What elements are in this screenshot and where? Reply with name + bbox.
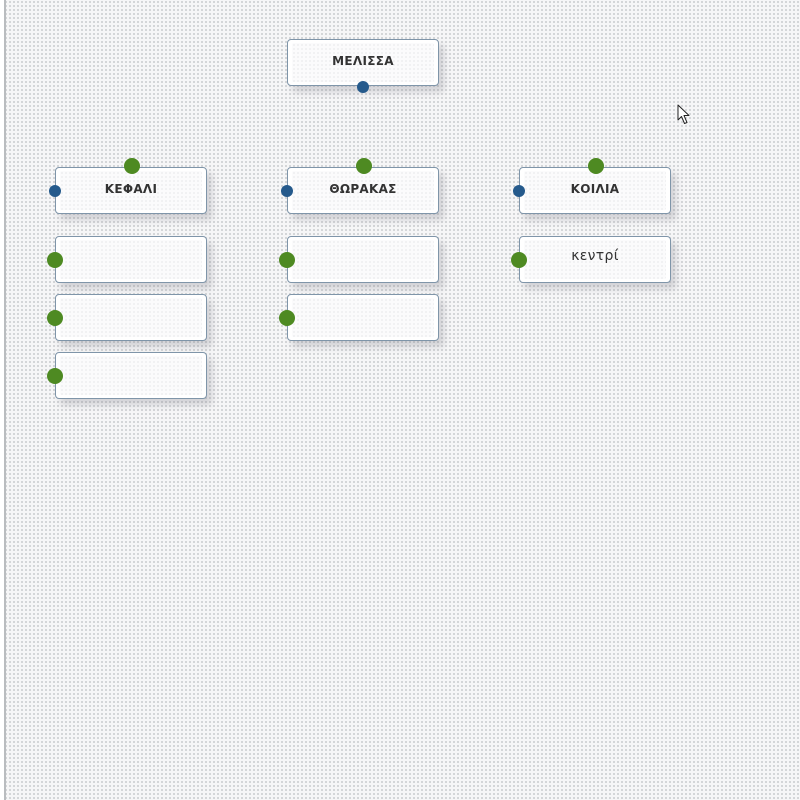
node-root[interactable]: ΜΕΛΙΣΣΑ (287, 39, 439, 86)
node-thorax-top-port[interactable] (356, 158, 372, 174)
node-root-bottom-port[interactable] (357, 81, 369, 93)
node-head[interactable]: ΚΕΦΑΛΙ (55, 167, 207, 214)
node-head-label: ΚΕΦΑΛΙ (104, 182, 158, 196)
node-head-slot-1[interactable] (55, 236, 207, 283)
node-head-top-port[interactable] (124, 158, 140, 174)
node-thorax-slot-1-port[interactable] (279, 252, 295, 268)
node-root-label: ΜΕΛΙΣΣΑ (332, 54, 394, 68)
node-abdomen-label: ΚΟΙΛΙΑ (570, 182, 620, 196)
node-thorax-slot-2-port[interactable] (279, 310, 295, 326)
node-head-slot-1-port[interactable] (47, 252, 63, 268)
node-abdomen[interactable]: ΚΟΙΛΙΑ (519, 167, 671, 214)
mouse-pointer-icon (677, 104, 690, 124)
node-head-slot-2-port[interactable] (47, 310, 63, 326)
node-abdomen-slot-1[interactable]: κεντρί (519, 236, 671, 283)
node-head-slot-3[interactable] (55, 352, 207, 399)
node-head-slot-2[interactable] (55, 294, 207, 341)
node-thorax-slot-2[interactable] (287, 294, 439, 341)
canvas-left-border (0, 0, 6, 800)
node-abdomen-top-port[interactable] (588, 158, 604, 174)
node-thorax-left-port[interactable] (281, 185, 293, 197)
node-head-slot-3-port[interactable] (47, 368, 63, 384)
node-abdomen-slot-1-port[interactable] (511, 252, 527, 268)
node-thorax-label: ΘΩΡΑΚΑΣ (329, 182, 397, 196)
node-abdomen-left-port[interactable] (513, 185, 525, 197)
node-abdomen-slot-1-label: κεντρί (571, 248, 619, 264)
node-thorax[interactable]: ΘΩΡΑΚΑΣ (287, 167, 439, 214)
node-thorax-slot-1[interactable] (287, 236, 439, 283)
node-head-left-port[interactable] (49, 185, 61, 197)
